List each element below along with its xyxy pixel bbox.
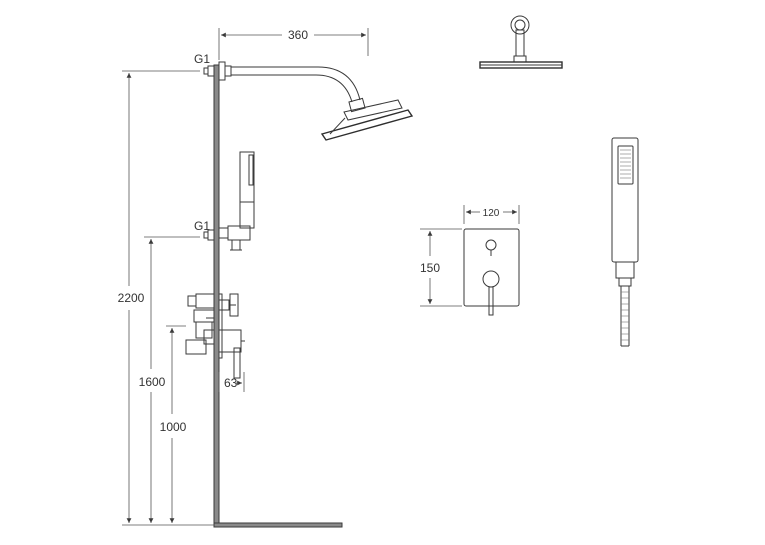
wall-hand-shower <box>218 151 255 251</box>
dimension-total-height: 2200 <box>118 70 214 526</box>
dimension-valve-height: 1000 <box>160 325 187 523</box>
valve-projection-label: 63 <box>224 376 238 390</box>
outlet-thread-label: G1 <box>194 219 210 233</box>
hose-rings <box>621 291 629 341</box>
arm-reach-label: 360 <box>288 28 308 42</box>
top-thread-connection: G1 <box>194 52 215 77</box>
total-height-label: 2200 <box>118 291 145 305</box>
overhead-shower-head-view <box>479 15 563 69</box>
valve-height-label: 1000 <box>160 420 187 434</box>
plate-height-label: 150 <box>420 261 440 275</box>
outlet-height-label: 1600 <box>139 375 166 389</box>
dimension-valve-projection: 63 <box>218 372 245 392</box>
dimension-arm-reach: 360 <box>218 28 369 60</box>
hand-shower-with-hose <box>611 137 639 347</box>
dimension-outlet-height: 1600 <box>139 236 200 523</box>
nozzle-pattern <box>620 149 631 179</box>
plate-width-label: 120 <box>483 208 500 219</box>
outlet-thread-connection: G1 <box>194 219 215 241</box>
concealed-valve <box>185 293 245 379</box>
top-thread-label: G1 <box>194 52 210 66</box>
valve-plate-front-view: 120 150 <box>420 205 520 316</box>
shower-arm-and-head <box>218 61 414 141</box>
